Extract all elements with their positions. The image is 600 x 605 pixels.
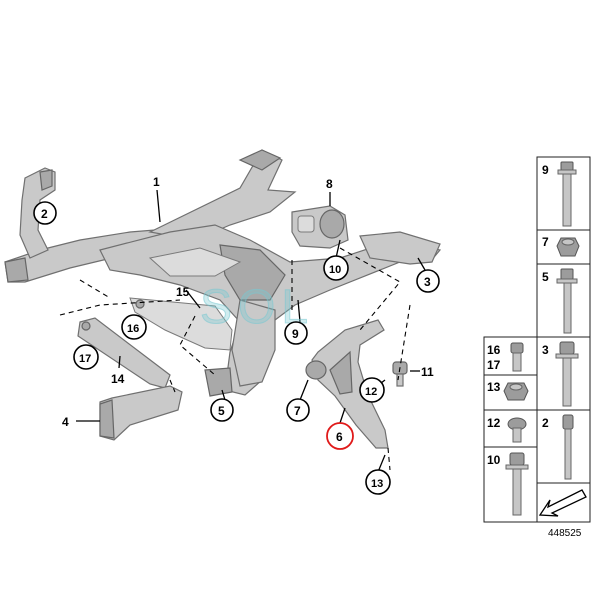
nut-7-icon	[556, 237, 580, 257]
diagram-id: 448525	[548, 528, 582, 539]
bolt-16-17-icon	[510, 342, 524, 372]
legend-label-10: 10	[487, 453, 501, 467]
bolt-2-icon	[562, 414, 574, 480]
callout-1: 1	[153, 175, 160, 189]
callout-12: 12	[365, 386, 377, 398]
callout-16: 16	[127, 323, 139, 335]
legend-label-7: 7	[542, 235, 549, 249]
callout-15: 15	[176, 285, 190, 299]
legend-label-5: 5	[542, 270, 549, 284]
bolt-5-icon	[556, 268, 578, 334]
callout-13: 13	[371, 478, 383, 490]
callout-5: 5	[218, 404, 225, 418]
callout-17: 17	[79, 353, 91, 365]
callout-4: 4	[62, 415, 69, 429]
callout-11: 11	[421, 365, 434, 379]
front-axle-carrier	[4, 149, 442, 397]
bolt-10-icon	[505, 452, 529, 516]
direction-arrow-icon	[538, 489, 587, 517]
dashed-assembly-lines	[59, 247, 411, 471]
wishbone	[305, 319, 389, 449]
callout-9: 9	[292, 327, 299, 341]
legend-label-9: 9	[542, 163, 549, 177]
callout-8: 8	[326, 177, 333, 191]
callout-14: 14	[111, 372, 125, 386]
leader-lines	[76, 189, 426, 473]
callout-2: 2	[41, 207, 48, 221]
legend-label-17: 17	[487, 358, 501, 372]
callout-3: 3	[424, 275, 431, 289]
bolt-12-icon	[507, 417, 527, 443]
callout-10: 10	[329, 264, 341, 276]
legend-label-16: 16	[487, 343, 501, 357]
legend-label-2: 2	[542, 416, 549, 430]
legend-label-3: 3	[542, 343, 549, 357]
legend-label-12: 12	[487, 416, 501, 430]
nut-13-icon	[503, 382, 529, 401]
ball-joint	[392, 361, 408, 387]
brace-plate	[129, 297, 233, 351]
callout-6: 6	[336, 430, 343, 444]
support-bracket	[99, 385, 183, 441]
hardware-legend: 9 7 5 3 2 16 17 13 12 10	[483, 156, 591, 539]
callout-7: 7	[294, 404, 301, 418]
legend-label-13: 13	[487, 380, 501, 394]
callouts: 1 2 3 4 5 6 7 8 9 10 11 12 13 14 15 16 1…	[33, 175, 440, 495]
bolt-9-icon	[557, 161, 577, 227]
bolt-3-icon	[555, 341, 579, 407]
